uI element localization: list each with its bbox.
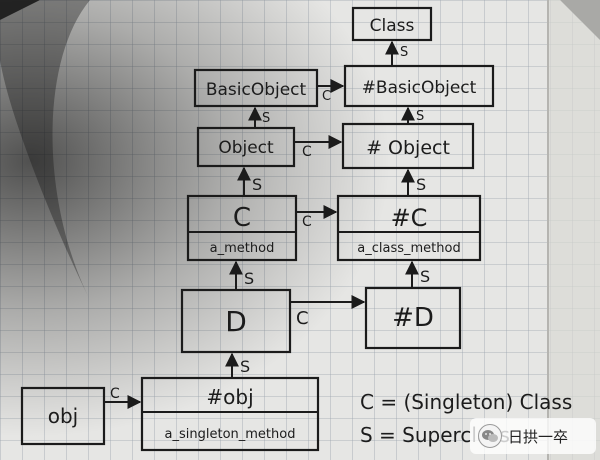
class-label: Class bbox=[370, 16, 415, 36]
edge-label-c: C bbox=[302, 144, 312, 160]
edge-label-c: C bbox=[110, 386, 120, 402]
meta-basicobject-label: #BasicObject bbox=[362, 78, 477, 98]
edge-label-s: S bbox=[400, 45, 408, 60]
meta-obj-label: #obj bbox=[206, 385, 253, 409]
object-label: Object bbox=[218, 138, 274, 158]
edge-label-s: S bbox=[416, 175, 426, 194]
edge-label-s: S bbox=[420, 267, 430, 286]
edge-label-s: S bbox=[240, 357, 250, 376]
legend-class: C = (Singleton) Class bbox=[360, 390, 572, 414]
d-label: D bbox=[225, 305, 247, 338]
edge-label-c: C bbox=[322, 89, 331, 104]
class-box bbox=[351, 6, 433, 42]
meta-basicobject-box bbox=[343, 64, 495, 108]
basicobject-label: BasicObject bbox=[206, 80, 307, 100]
meta-obj-method-label: a_singleton_method bbox=[165, 427, 296, 442]
obj-box bbox=[20, 386, 106, 446]
c-method-label: a_method bbox=[210, 241, 275, 256]
meta-c-method-label: a_class_method bbox=[357, 241, 460, 256]
c-box bbox=[186, 194, 298, 262]
wechat-icon bbox=[478, 424, 502, 448]
basicobject-box bbox=[193, 68, 319, 108]
watermark-badge: 日拱一卒 bbox=[470, 418, 596, 454]
edge-label-c: C bbox=[296, 308, 309, 329]
edge-label-s: S bbox=[252, 175, 262, 194]
meta-d-label: #D bbox=[392, 303, 434, 333]
c-label: C bbox=[233, 203, 251, 233]
obj-label: obj bbox=[48, 404, 79, 428]
edge-label-s: S bbox=[244, 269, 254, 288]
watermark-text: 日拱一卒 bbox=[508, 427, 569, 446]
meta-object-label: # Object bbox=[366, 137, 450, 159]
meta-obj-box bbox=[140, 376, 320, 452]
edge-label-c: C bbox=[302, 214, 312, 230]
edge-label-s: S bbox=[262, 111, 270, 126]
edge-label-s: S bbox=[416, 109, 424, 124]
meta-c-label: #C bbox=[391, 204, 428, 232]
object-box bbox=[196, 126, 296, 168]
